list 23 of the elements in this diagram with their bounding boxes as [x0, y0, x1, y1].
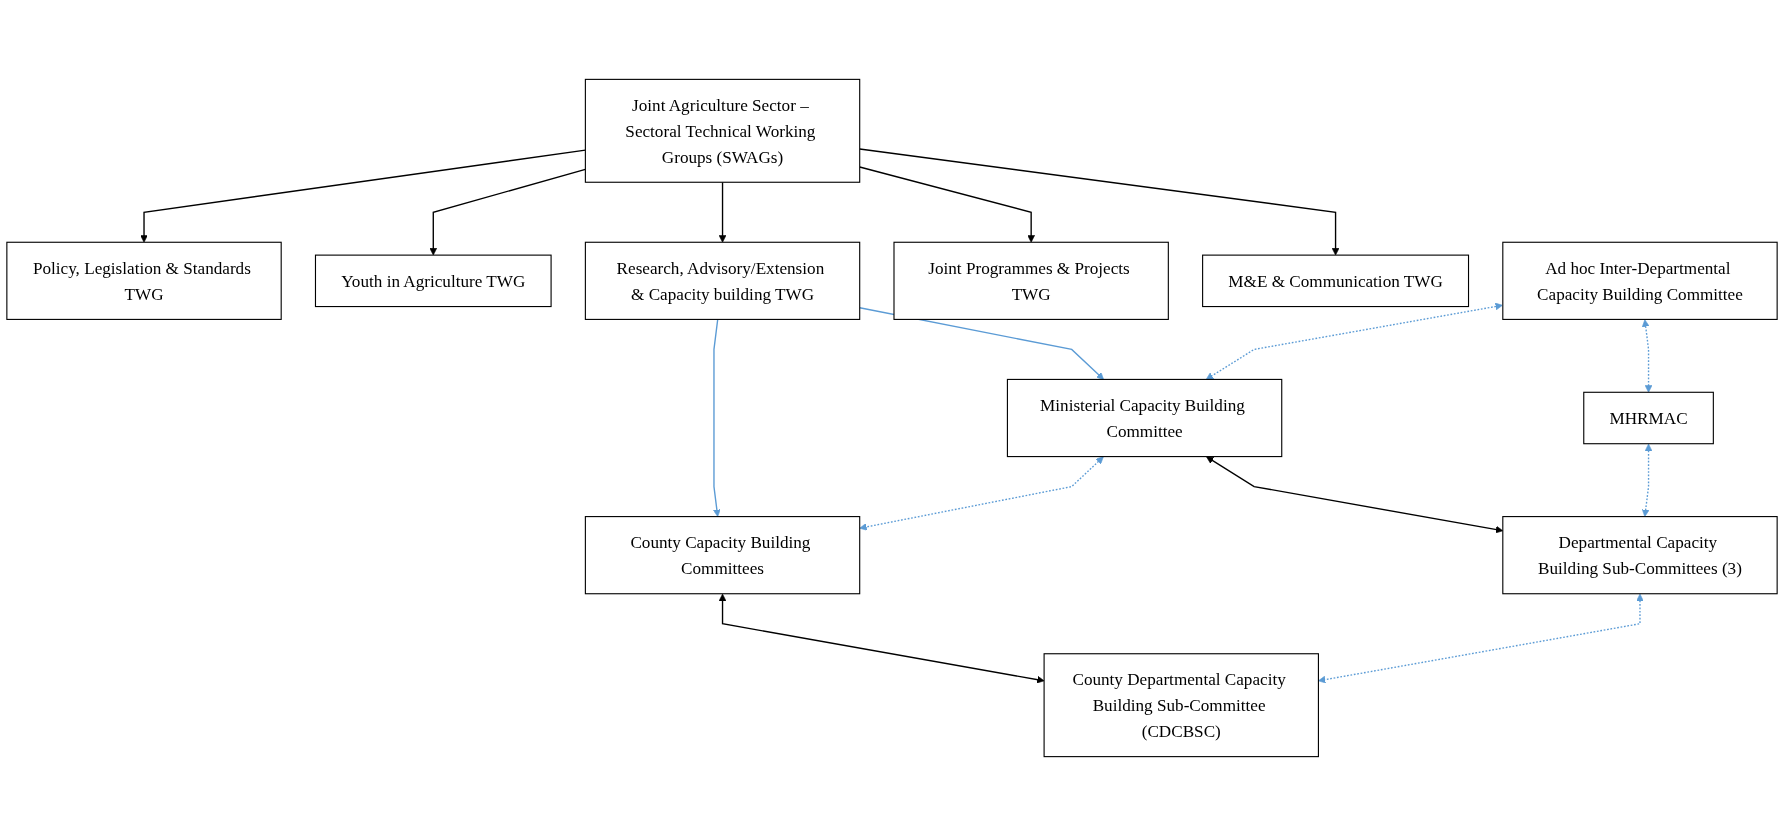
arrow	[718, 593, 1045, 684]
arrow	[859, 307, 1104, 380]
arrow	[859, 148, 1340, 256]
arrow	[1205, 302, 1503, 380]
node-box: M&E & Communication TWG	[1202, 254, 1470, 308]
node-box: Joint Programmes & Projects TWG	[893, 241, 1169, 320]
arrow	[1641, 443, 1653, 517]
node-box: MHRMAC	[1583, 391, 1714, 445]
arrow	[718, 181, 727, 243]
node-box: Youth in Agriculture TWG	[314, 254, 552, 308]
node-box: Ministerial Capacity Building Committee	[1006, 378, 1283, 458]
arrow	[1318, 593, 1644, 684]
arrow	[713, 318, 721, 517]
node-box: Joint Agriculture Sector – Sectoral Technical Working Groups (SWAGs)	[584, 78, 861, 183]
arrow	[859, 166, 1035, 243]
node-box: Departmental Capacity Building Sub-Committees (3)	[1502, 516, 1778, 595]
node-box: Research, Advisory/Extension & Capacity building TWG	[584, 241, 861, 320]
node-box: Policy, Legislation & Standards TWG	[6, 241, 282, 320]
arrow	[859, 456, 1104, 531]
node-box: County Capacity Building Committees	[584, 516, 861, 595]
arrow	[1641, 319, 1653, 393]
node-box: County Departmental Capacity Building Sub-Committee (CDCBSC)	[1043, 653, 1319, 758]
node-box: Ad hoc Inter-Departmental Capacity Building Committee	[1502, 241, 1778, 320]
